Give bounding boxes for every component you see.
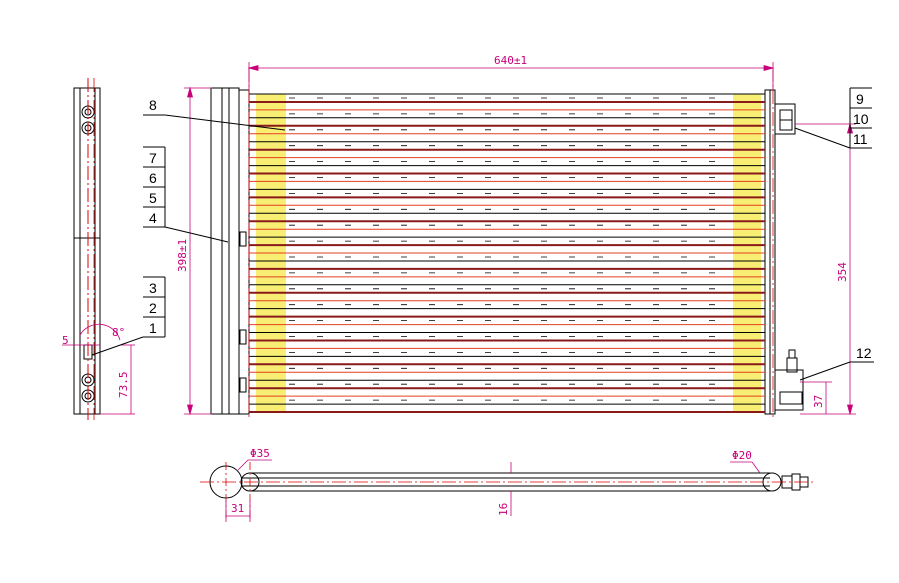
label-stack-left-upper <box>143 146 229 243</box>
side-offset-text: 73.5 <box>117 372 130 399</box>
left-header <box>210 87 250 415</box>
label-10: 10 <box>853 111 869 127</box>
height-text: 398±1 <box>176 239 189 272</box>
angle-text: 8° <box>112 326 125 339</box>
label-12-leader <box>799 361 874 381</box>
bottom-dimensions <box>225 459 761 522</box>
port-spacing-text: 354 <box>836 262 849 282</box>
side-view <box>73 87 101 415</box>
label-3: 3 <box>149 280 157 296</box>
lower-port-fitting <box>774 349 804 411</box>
label-1: 1 <box>149 320 157 336</box>
label-stack-right <box>794 87 872 149</box>
label-8-leader <box>143 114 286 131</box>
label-9: 9 <box>856 91 864 107</box>
width-text: 640±1 <box>494 54 527 67</box>
right-header <box>764 89 776 415</box>
label-7: 7 <box>149 150 157 166</box>
port-height-text: 37 <box>812 395 825 408</box>
width-dimension <box>247 62 775 90</box>
label-8: 8 <box>149 97 157 113</box>
label-12: 12 <box>856 345 872 361</box>
label-5: 5 <box>149 190 157 206</box>
height-dimension <box>184 86 212 416</box>
side-width-text: 5 <box>62 334 69 347</box>
label-6: 6 <box>149 170 157 186</box>
core-thickness-text: 16 <box>497 503 510 516</box>
label-2: 2 <box>149 300 157 316</box>
upper-port-fitting <box>774 103 796 135</box>
label-11: 11 <box>853 131 868 147</box>
label-4: 4 <box>149 210 157 226</box>
diameter-large-text: Φ35 <box>250 447 270 460</box>
label-stack-left-lower <box>91 276 166 356</box>
diameter-small-text: Φ20 <box>732 449 752 462</box>
side-dimensions <box>62 323 135 415</box>
core-tubes <box>249 93 765 413</box>
port-spacing-dimension <box>795 122 856 416</box>
bottom-view <box>209 465 809 499</box>
bottom-offset-text: 31 <box>231 502 244 515</box>
